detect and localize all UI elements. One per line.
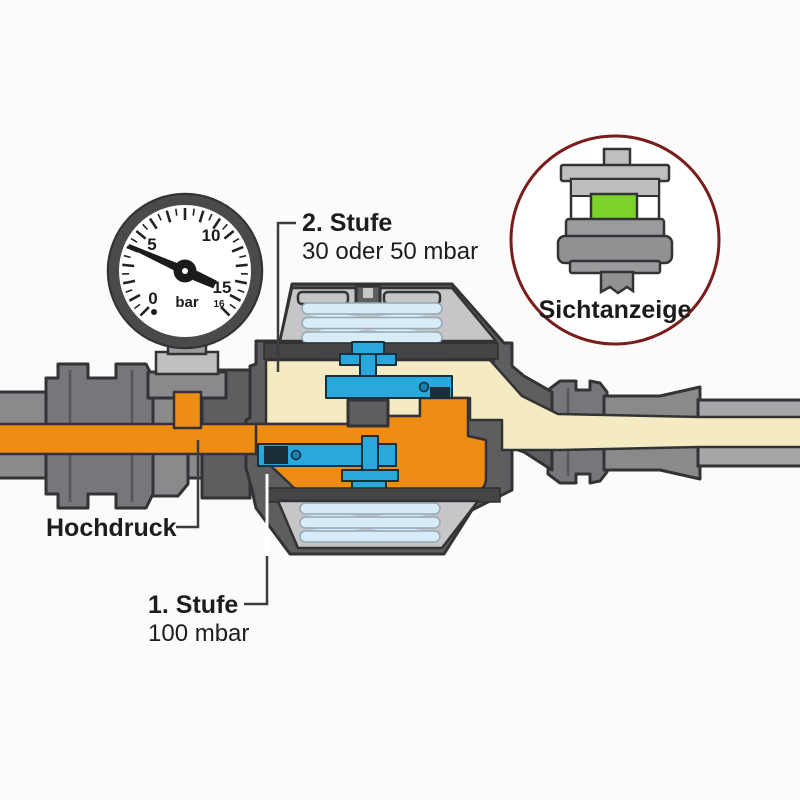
- high-pressure-label: Hochdruck: [46, 514, 177, 542]
- lower-spring-section: [265, 487, 501, 550]
- spring-retainer-right: [382, 290, 442, 306]
- upper-spring: [301, 302, 443, 345]
- lever-pivot: [418, 381, 430, 393]
- valve-seat-bridge: [346, 398, 390, 428]
- gauge-stem-block: [154, 350, 220, 376]
- annotations: 2. Stufe 30 oder 50 mbar Hochdruck 1. St…: [46, 209, 478, 647]
- stage1-subtitle: 100 mbar: [148, 620, 249, 647]
- high-pressure-leader-line: [176, 440, 200, 529]
- adjuster-slot: [363, 288, 373, 298]
- gauge-tee-channel: [172, 390, 203, 430]
- lower-spring: [299, 502, 441, 543]
- valve-lever: [325, 375, 453, 399]
- gauge-label-16: 16: [213, 299, 225, 310]
- second-stage-valve: [325, 341, 453, 399]
- valve-mechanisms: [257, 341, 453, 494]
- stage2-subtitle: 30 oder 50 mbar: [302, 238, 478, 265]
- spring-retainer-left: [296, 290, 350, 306]
- valve-pad: [264, 446, 288, 464]
- sight-indicator-label: Sichtanzeige: [539, 296, 692, 324]
- valve-pad: [430, 387, 450, 398]
- indicator-green-marker: [589, 192, 639, 222]
- gauge-outer-edge: [106, 192, 264, 350]
- gauge-label-5: 5: [147, 235, 156, 254]
- lever-pivot: [290, 449, 302, 461]
- sight-indicator-inset: Sichtanzeige: [509, 134, 721, 346]
- gauge-ticks: [122, 208, 248, 317]
- stage2-leader-line: [276, 221, 296, 372]
- valve-stem-head: [351, 341, 385, 355]
- valve-stem-flange: [341, 469, 399, 482]
- indicator-body: [556, 234, 674, 265]
- high-pressure-gas-inlet: [0, 422, 266, 456]
- gauge-label-10: 10: [202, 226, 221, 245]
- pressure-gauge: 0 5 10 15 16 bar: [106, 192, 264, 400]
- gauge-zero-pin: [151, 309, 157, 315]
- gauge-label-0: 0: [148, 289, 157, 308]
- gauge-unit-label: bar: [175, 294, 199, 311]
- gauge-hub-pin: [182, 268, 188, 274]
- stage1-title: 1. Stufe: [148, 591, 238, 619]
- stage2-title: 2. Stufe: [302, 209, 392, 237]
- gauge-label-15: 15: [213, 278, 232, 297]
- indicator-stub: [599, 270, 635, 295]
- stage1-leader-line: [244, 556, 269, 606]
